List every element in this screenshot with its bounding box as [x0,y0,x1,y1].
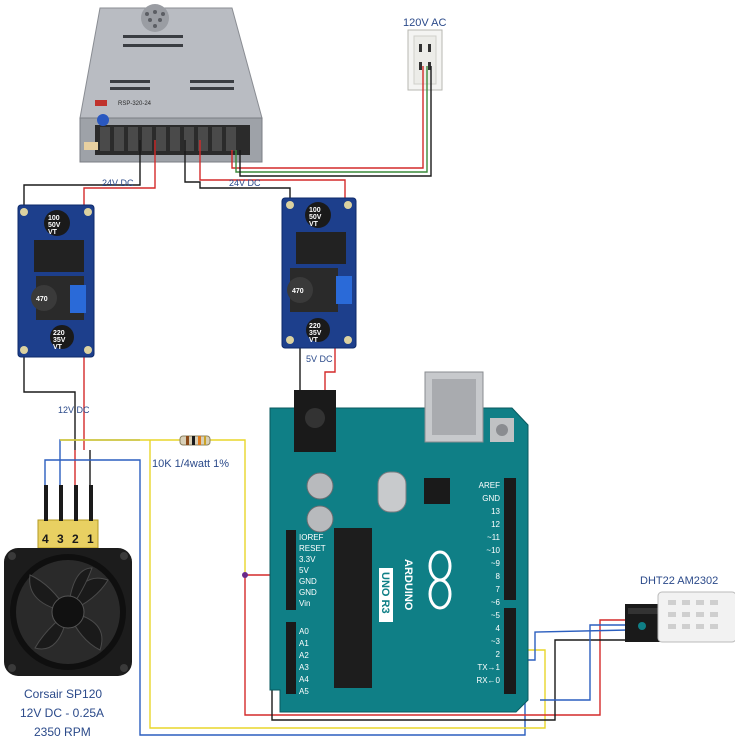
cap-bottom-line2-r: 35V [309,330,322,337]
power-pin-label-3: 5V [299,566,309,575]
fan-pin-2: 2 [72,532,79,546]
power-pin-label-5: GND [299,588,317,597]
dht22-sensor [625,591,735,643]
buck-12v-label: 12V DC [58,405,90,415]
inductor-label: 470 [36,296,48,303]
digital-pin-label-14: TX→1 [477,663,500,672]
cap-top-line3-r: VT [309,221,319,228]
cap-top-line1-r: 100 [309,207,321,214]
fan-name: Corsair SP120 [24,687,102,701]
fan-spec: 12V DC - 0.25A [20,706,104,720]
buck-5v-label: 5V DC [306,354,333,364]
digital-pin-label-6: ~9 [491,559,501,568]
fan-pin-3: 3 [57,532,64,546]
arduino-uno: ARDUINO UNO R3 IOREF RESET 3.3V 5V GND GND Vin… [269,371,529,713]
digital-pin-label-13: 2 [496,650,501,659]
digital-pin-label-3: 12 [491,520,500,529]
buck-converter-right: 100 50V VT 470 220 35V VT [281,197,357,349]
cap-bottom-line3-r: VT [309,337,319,344]
power-pin-label-1: RESET [299,544,326,553]
fan: 4 3 2 1 [4,485,132,676]
analog-pin-label-1: A1 [299,639,309,648]
analog-pin-label-0: A0 [299,627,309,636]
analog-pin-label-2: A2 [299,651,309,660]
cap-bottom-line1: 220 [53,330,65,337]
digital-pin-label-8: 7 [496,585,501,594]
fan-pin-4: 4 [42,532,49,546]
digital-header-high [504,478,516,600]
cap-top-line2-r: 50V [309,214,322,221]
rail-24v-left-label: 24V DC [102,178,134,188]
cap-top-line3: VT [48,229,58,236]
fan-pin-1: 1 [87,532,94,546]
digital-pin-label-12: ~3 [491,637,501,646]
resistor-label: 10K 1/4watt 1% [152,458,229,470]
digital-pin-label-11: 4 [496,624,501,633]
inductor-label-r: 470 [292,288,304,295]
analog-pin-label-3: A3 [299,663,309,672]
cap-bottom-line1-r: 220 [309,323,321,330]
buck-converter-left: 100 50V VT 470 220 35V VT [17,204,95,358]
resistor [179,435,211,446]
cap-top-line2: 50V [48,222,61,229]
atmega-chip [334,528,372,688]
wall-outlet [407,29,443,91]
power-supply: RSP-320-24 [79,4,263,163]
arduino-brand: ARDUINO [402,559,414,611]
digital-pin-label-4: ~11 [487,533,501,542]
power-pin-label-4: GND [299,577,317,586]
digital-pin-label-9: ~6 [491,598,501,607]
power-pin-label-2: 3.3V [299,555,316,564]
analog-pin-label-4: A4 [299,675,309,684]
analog-header [286,622,296,694]
cap-top-line1: 100 [48,215,60,222]
sensor-label: DHT22 AM2302 [640,575,718,587]
arduino-logo [428,550,452,610]
digital-pin-label-0: AREF [479,481,500,490]
fan-rpm: 2350 RPM [34,725,91,739]
power-header [286,530,296,610]
analog-pin-label-5: A5 [299,687,309,696]
digital-pin-label-5: ~10 [486,546,500,555]
cap-bottom-line3: VT [53,344,63,351]
digital-pin-label-10: ~5 [491,611,501,620]
rail-24v-right-label: 24V DC [229,178,261,188]
arduino-model: UNO R3 [379,572,391,614]
power-pin-label-6: Vin [299,599,310,608]
power-pin-label-0: IOREF [299,533,324,542]
cap-bottom-line2: 35V [53,337,66,344]
digital-pin-label-1: GND [482,494,500,503]
ac-source-label: 120V AC [403,17,446,29]
digital-pin-label-15: RX←0 [476,676,500,685]
wires [23,66,629,736]
wire-junction [242,572,248,578]
digital-pin-label-7: 8 [496,572,501,581]
psu-model: RSP-320-24 [118,101,152,107]
digital-header-low [504,608,516,694]
digital-pin-label-2: 13 [491,507,500,516]
